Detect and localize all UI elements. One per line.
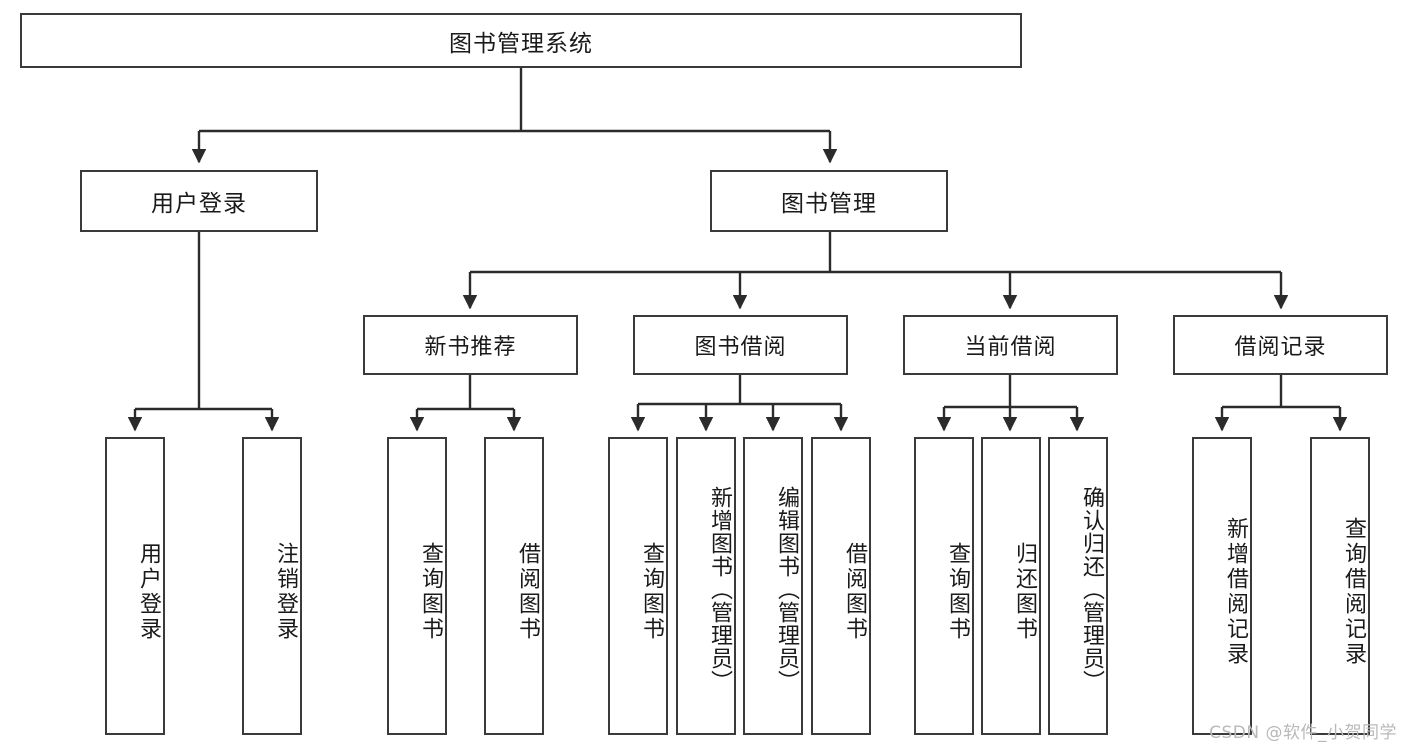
node-leaf-query-borrow-record[interactable]: 查询借阅记录 <box>1310 437 1370 735</box>
node-root-book-management-system[interactable]: 图书管理系统 <box>20 13 1022 68</box>
node-leaf-confirm-return-admin[interactable]: 确认归还（管理员） <box>1048 437 1108 735</box>
node-label: 用户登录 <box>136 542 161 642</box>
node-book-management[interactable]: 图书管理 <box>710 170 948 232</box>
node-label: 新增借阅记录 <box>1223 517 1248 667</box>
node-label: 图书借阅 <box>694 335 787 360</box>
node-user-login[interactable]: 用户登录 <box>80 170 318 232</box>
node-label: 查询图书 <box>418 542 443 642</box>
node-label: 编辑图书（管理员） <box>774 485 799 693</box>
node-leaf-edit-book-admin[interactable]: 编辑图书（管理员） <box>743 437 803 735</box>
node-label: 借阅记录 <box>1234 335 1327 360</box>
node-leaf-query-books-current[interactable]: 查询图书 <box>914 437 974 735</box>
node-label: 新增图书（管理员） <box>707 485 732 693</box>
node-label: 查询借阅记录 <box>1341 517 1366 667</box>
node-current-borrow[interactable]: 当前借阅 <box>903 315 1118 375</box>
node-label: 借阅图书 <box>515 542 540 642</box>
node-book-borrow[interactable]: 图书借阅 <box>633 315 848 375</box>
node-label: 注销登录 <box>273 542 298 642</box>
node-label: 归还图书 <box>1012 542 1037 642</box>
node-leaf-return-books[interactable]: 归还图书 <box>981 437 1041 735</box>
node-label: 新书推荐 <box>424 335 517 360</box>
node-leaf-logout[interactable]: 注销登录 <box>242 437 302 735</box>
node-leaf-add-borrow-record[interactable]: 新增借阅记录 <box>1192 437 1252 735</box>
node-label: 查询图书 <box>945 542 970 642</box>
node-label: 当前借阅 <box>964 335 1057 360</box>
node-new-book-recommend[interactable]: 新书推荐 <box>363 315 578 375</box>
node-label: 借阅图书 <box>842 542 867 642</box>
node-borrow-record[interactable]: 借阅记录 <box>1173 315 1388 375</box>
node-label: 图书管理 <box>781 191 877 217</box>
node-label: 图书管理系统 <box>449 30 593 57</box>
node-leaf-borrow-books-recommend[interactable]: 借阅图书 <box>484 437 544 735</box>
node-label: 确认归还（管理员） <box>1079 485 1104 693</box>
node-leaf-add-book-admin[interactable]: 新增图书（管理员） <box>676 437 736 735</box>
node-leaf-borrow-books[interactable]: 借阅图书 <box>811 437 871 735</box>
node-label: 用户登录 <box>151 191 247 217</box>
node-leaf-query-books-borrow[interactable]: 查询图书 <box>608 437 668 735</box>
node-leaf-user-login[interactable]: 用户登录 <box>105 437 165 735</box>
node-label: 查询图书 <box>639 542 664 642</box>
node-leaf-query-books-recommend[interactable]: 查询图书 <box>387 437 447 735</box>
